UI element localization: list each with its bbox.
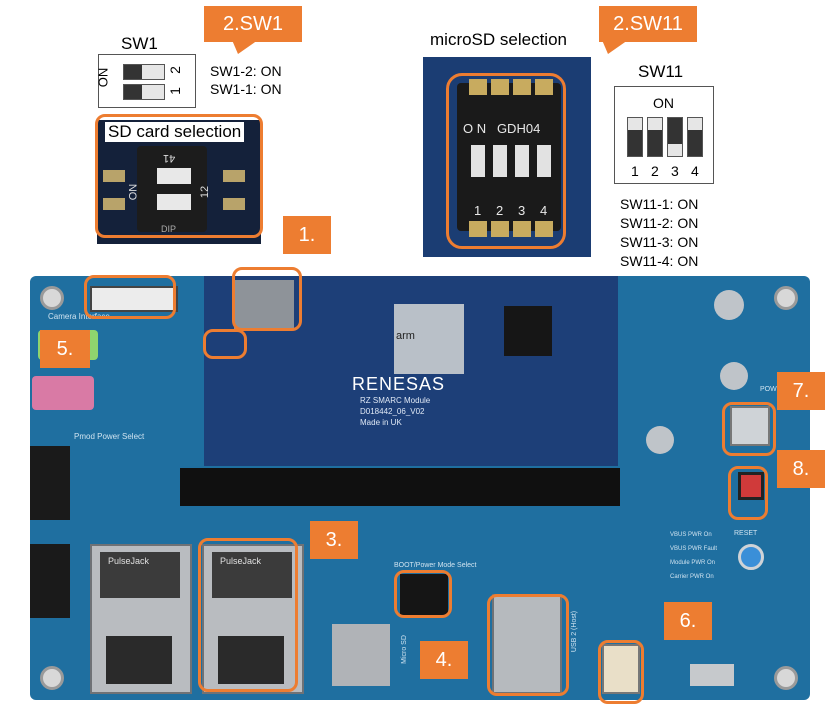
power-button[interactable] [738, 472, 764, 500]
capacitor-2 [720, 362, 748, 390]
sw11-state-2: SW11-2: ON [620, 215, 699, 231]
highlight-sd-switch [203, 329, 247, 359]
callout-1: 1. [283, 216, 331, 254]
highlight-module-sd [232, 267, 302, 331]
microsd-num-3: 3 [518, 203, 526, 218]
reset-button[interactable] [738, 544, 764, 570]
highlight-power-button [728, 466, 768, 520]
sw1-lever-2 [123, 64, 165, 80]
module-brand: RENESAS [352, 374, 446, 394]
sw11-state-1: SW11-1: ON [620, 196, 699, 212]
module-name: RZ SMARC Module [360, 396, 431, 405]
sw11-diagram: ON 1 2 3 4 [614, 86, 714, 184]
sw11-state-4: SW11-4: ON [620, 253, 699, 269]
sw1-pin-2: 2 [166, 66, 183, 74]
microsd-label: microSD selection [430, 30, 567, 49]
sw11-num-4: 4 [691, 163, 699, 179]
callout-sw1: 2.SW1 [204, 6, 302, 42]
callout-sw11-tail [602, 40, 628, 54]
sw11-state-3: SW11-3: ON [620, 234, 699, 250]
callout-6: 6. [664, 602, 712, 640]
ethernet-jack-2: PulseJack [202, 544, 304, 694]
callout-5: 5. [40, 330, 90, 368]
sw1-pin-1: 1 [166, 87, 183, 95]
sw11-lever-3 [667, 117, 683, 157]
callout-7: 7. [777, 372, 825, 410]
sw11-lever-2 [647, 117, 663, 157]
sd-switch-dip-text: DIP [161, 224, 177, 234]
callout-8: 8. [777, 450, 825, 488]
camera-connector [90, 286, 178, 312]
ethernet-1-brand: PulseJack [108, 556, 150, 566]
sw11-lever-4 [687, 117, 703, 157]
silkscreen-camera: Camera Interface [48, 312, 110, 321]
microsd-highlight [446, 73, 566, 249]
ethernet-2-brand: PulseJack [220, 556, 262, 566]
highlight-ethernet [198, 538, 298, 692]
silkscreen-pmod: Pmod Power Select [74, 432, 145, 441]
microsd-num-1: 1 [474, 203, 482, 218]
sd-card-highlight [95, 114, 263, 238]
silkscreen-led-2: VBUS PWR Fault [670, 546, 718, 552]
sw1-title: SW1 [121, 34, 158, 53]
power-connector [730, 406, 770, 446]
highlight-usb-device [598, 640, 644, 704]
highlight-power-connector [722, 402, 776, 456]
board-sw11 [400, 574, 448, 616]
microsd-switch-text: O N GDH04 [463, 121, 541, 136]
silkscreen-led-4: Carrier PWR On [670, 574, 714, 580]
micro-usb-port [690, 664, 734, 686]
callout-sw1-tail [232, 40, 258, 54]
silkscreen-led-1: VBUS PWR On [670, 532, 712, 538]
silkscreen-led-3: Module PWR On [670, 560, 716, 566]
sw11-num-1: 1 [631, 163, 639, 179]
sw11-num-3: 3 [671, 163, 679, 179]
module-ram [504, 306, 552, 356]
callout-4: 4. [420, 641, 468, 679]
callout-sw11: 2.SW11 [599, 6, 697, 42]
module-part: D018442_06_V02 [360, 407, 425, 416]
silkscreen-reset: RESET [734, 530, 758, 537]
sw1-state-2: SW1-2: ON [210, 63, 282, 79]
microsd-slot [332, 624, 390, 686]
callout-3: 3. [310, 521, 358, 559]
module-soc [394, 304, 464, 374]
silkscreen-boot: BOOT/Power Mode Select [394, 562, 477, 569]
sd-card-label: SD card selection [105, 122, 245, 142]
highlight-board-sw11 [394, 570, 452, 618]
microsd-num-2: 2 [496, 203, 504, 218]
module-arm: arm [396, 330, 415, 342]
capacitor-3 [646, 426, 674, 454]
capacitor-1 [714, 290, 744, 320]
silkscreen-micro-sd: Micro SD [400, 635, 408, 664]
pmod-header-1 [30, 446, 70, 520]
module-origin: Made in UK [360, 418, 402, 427]
silkscreen-usb: USB 2 (Host) [571, 610, 579, 653]
sw11-title: SW11 [638, 62, 684, 81]
sw11-num-2: 2 [651, 163, 659, 179]
sw1-diagram: ON 2 1 [95, 54, 196, 108]
highlight-camera [84, 275, 176, 319]
pmod-header-2 [30, 544, 70, 618]
silkscreen-power: POWER [760, 386, 787, 393]
sw11-lever-1 [627, 117, 643, 157]
sw1-state-1: SW1-1: ON [210, 81, 282, 97]
module-sd-slot [234, 280, 294, 330]
module-connector [180, 468, 620, 506]
sw11-on-label: ON [653, 95, 674, 111]
sw1-lever-1 [123, 84, 165, 100]
microsd-num-4: 4 [540, 203, 548, 218]
ethernet-jack-1: PulseJack [90, 544, 192, 694]
usb-device-port [602, 644, 640, 694]
carrier-board: Camera Interface Pmod Power Select Pulse… [30, 276, 810, 700]
highlight-usb-host [487, 594, 569, 696]
sw1-on-label: ON [95, 67, 111, 88]
smarc-module: arm RENESAS RZ SMARC Module D018442_06_V… [204, 276, 618, 466]
audio-jack-pink [32, 376, 94, 410]
